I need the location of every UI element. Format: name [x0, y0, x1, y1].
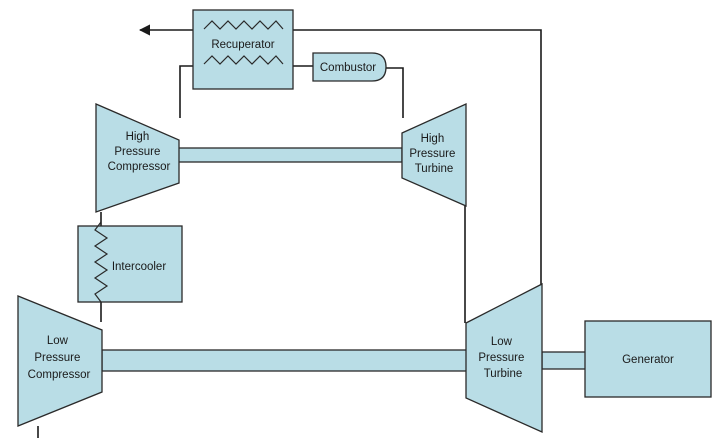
lp-shaft [101, 349, 469, 372]
high-pressure-turbine: High Pressure Turbine [401, 102, 467, 207]
recuperator-label: Recuperator [211, 39, 274, 51]
recuperator: Recuperator [192, 9, 294, 90]
lp-turbine-label: Low Pressure Turbine [478, 336, 527, 380]
combustor: Combustor [312, 52, 387, 82]
combustor-label: Combustor [320, 62, 376, 74]
low-pressure-turbine: Low Pressure Turbine [465, 282, 543, 434]
intercooler-coil [93, 221, 109, 303]
hp-compressor-label: High Pressure Compressor [108, 131, 171, 173]
recuperator-coil-bottom [203, 55, 284, 65]
generator-shaft [541, 351, 587, 370]
intercooler: Intercooler [77, 221, 183, 303]
high-pressure-compressor: High Pressure Compressor [95, 103, 180, 213]
generator: Generator [584, 320, 712, 398]
hp-turbine-label: High Pressure Turbine [409, 133, 458, 175]
hp-shaft [177, 147, 403, 163]
intercooler-label: Intercooler [112, 261, 167, 273]
combustor-to-hp-turbine-line [386, 67, 404, 118]
lp-compressor-label: Low Pressure Compressor [28, 335, 91, 381]
recuperator-coil-top [203, 20, 284, 30]
low-pressure-compressor: Low Pressure Compressor [17, 295, 103, 427]
generator-label: Generator [622, 354, 674, 366]
